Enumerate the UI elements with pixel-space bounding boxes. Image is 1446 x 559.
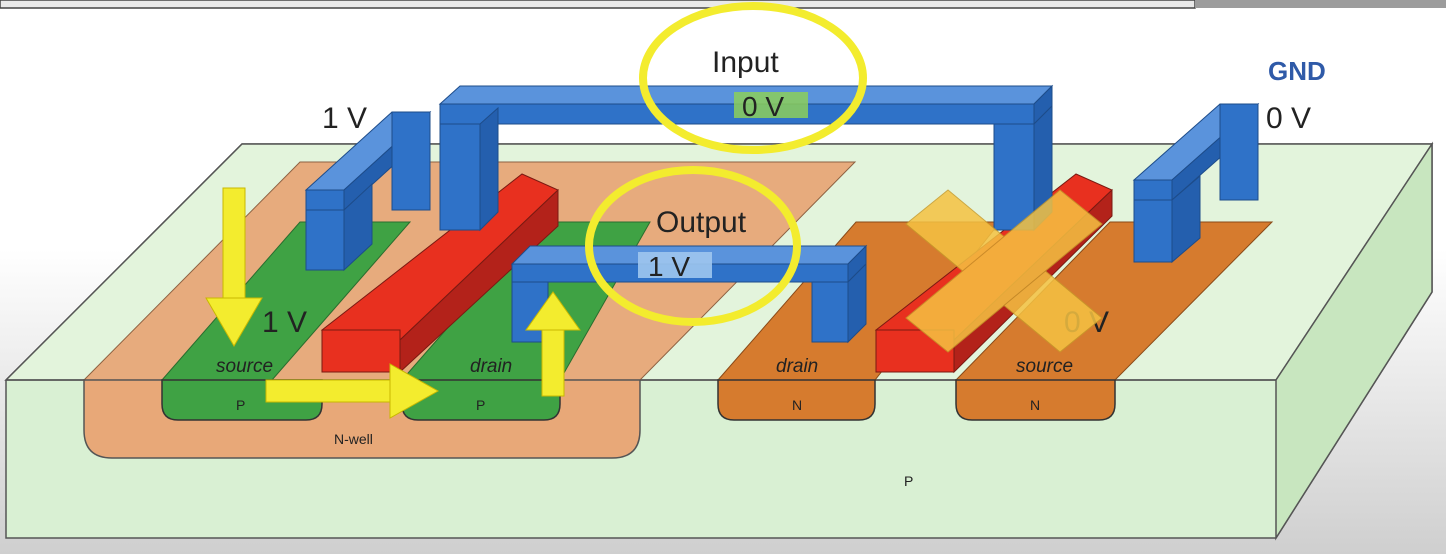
pmos-gate (320, 173, 559, 374)
p-drain-type-label: P (476, 397, 485, 413)
up-arrow-head (525, 291, 581, 331)
nmos-off-cross-icon (905, 189, 1103, 353)
n-source-section (955, 379, 1116, 421)
gnd-voltage-label: 0 V (1266, 102, 1311, 135)
up-arrow-shaft (541, 329, 565, 397)
output-label: Output (656, 206, 747, 239)
pmos-source-voltage-label: 1 V (262, 306, 307, 339)
gnd-metal-contact (1132, 102, 1260, 264)
input-highlight-circle (639, 2, 867, 154)
right-arrow-shaft (265, 379, 391, 403)
pmos-source-label: source (216, 356, 273, 377)
nmos-source-label: source (1016, 356, 1073, 377)
vdd-voltage-label: 1 V (322, 102, 367, 135)
nwell-label: N-well (334, 431, 373, 447)
top-frame-edge (0, 0, 1196, 9)
top-frame-gray (1195, 0, 1446, 8)
output-highlight-circle (585, 166, 801, 326)
substrate-label: P (904, 473, 913, 489)
current-flow-arrows (205, 187, 581, 419)
down-arrow-head (205, 297, 263, 347)
right-arrow-head (389, 363, 440, 419)
nmos-drain-label: drain (776, 356, 818, 377)
n-drain-type-label: N (792, 397, 802, 413)
n-drain-section (717, 379, 876, 421)
output-voltage-highlight (638, 252, 712, 278)
vdd-metal-contact (304, 110, 432, 272)
input-label: Input (712, 46, 779, 79)
down-arrow-shaft (222, 187, 246, 299)
pmos-drain-label: drain (470, 356, 512, 377)
n-source-type-label: N (1030, 397, 1040, 413)
output-voltage-label: 1 V (648, 251, 690, 282)
input-voltage-label: 0 V (742, 91, 784, 122)
p-source-type-label: P (236, 397, 245, 413)
gnd-label: GND (1268, 56, 1326, 86)
input-voltage-highlight (734, 92, 808, 118)
